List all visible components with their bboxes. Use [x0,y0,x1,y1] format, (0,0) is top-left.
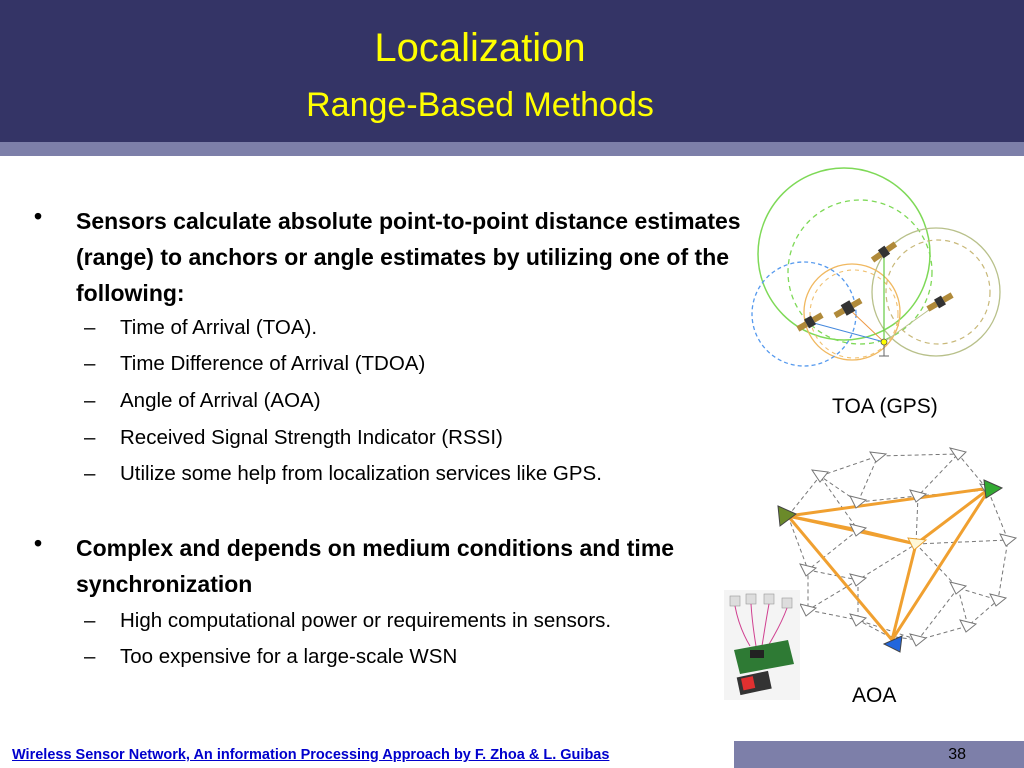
bullet-1-text: Sensors calculate absolute point-to-poin… [76,208,741,306]
dash-mark: – [84,389,96,412]
dash-mark: – [84,462,96,485]
aoa-caption: AOA [852,684,897,707]
dash-mark: – [84,352,96,375]
dash-mark: – [84,609,96,632]
page-number: 38 [948,746,966,763]
slide-footer: Wireless Sensor Network, An information … [0,741,1024,768]
slide-title: Localization [374,26,586,70]
dash-mark: – [84,316,96,339]
sub-item-text: Time of Arrival (TOA). [120,316,318,339]
sensor-hardware-image [724,590,800,700]
dash-mark: – [84,645,96,668]
sub-item-text: Received Signal Strength Indicator (RSSI… [120,426,503,449]
bullet-2-text: Complex and depends on medium conditions… [76,535,675,597]
sub-item-text: High computational power or requirements… [120,609,612,632]
header-stripe [0,142,1024,156]
sub-item-text: Utilize some help from localization serv… [120,462,602,485]
sub-item-text: Time Difference of Arrival (TDOA) [120,352,426,375]
slide-header [0,0,1024,142]
sub-item-text: Too expensive for a large-scale WSN [120,645,458,668]
toa-caption: TOA (GPS) [832,395,938,418]
footer-bar: 38 [734,741,1024,768]
dash-mark: – [84,426,96,449]
sub-item-text: Angle of Arrival (AOA) [120,389,321,412]
slide-subtitle: Range-Based Methods [306,86,654,124]
toa-gps-diagram [751,167,1001,367]
bullet-mark: • [34,203,43,229]
citation-link[interactable]: Wireless Sensor Network, An information … [12,747,610,763]
aoa-network-diagram [777,447,1018,653]
bullet-mark: • [34,530,43,556]
